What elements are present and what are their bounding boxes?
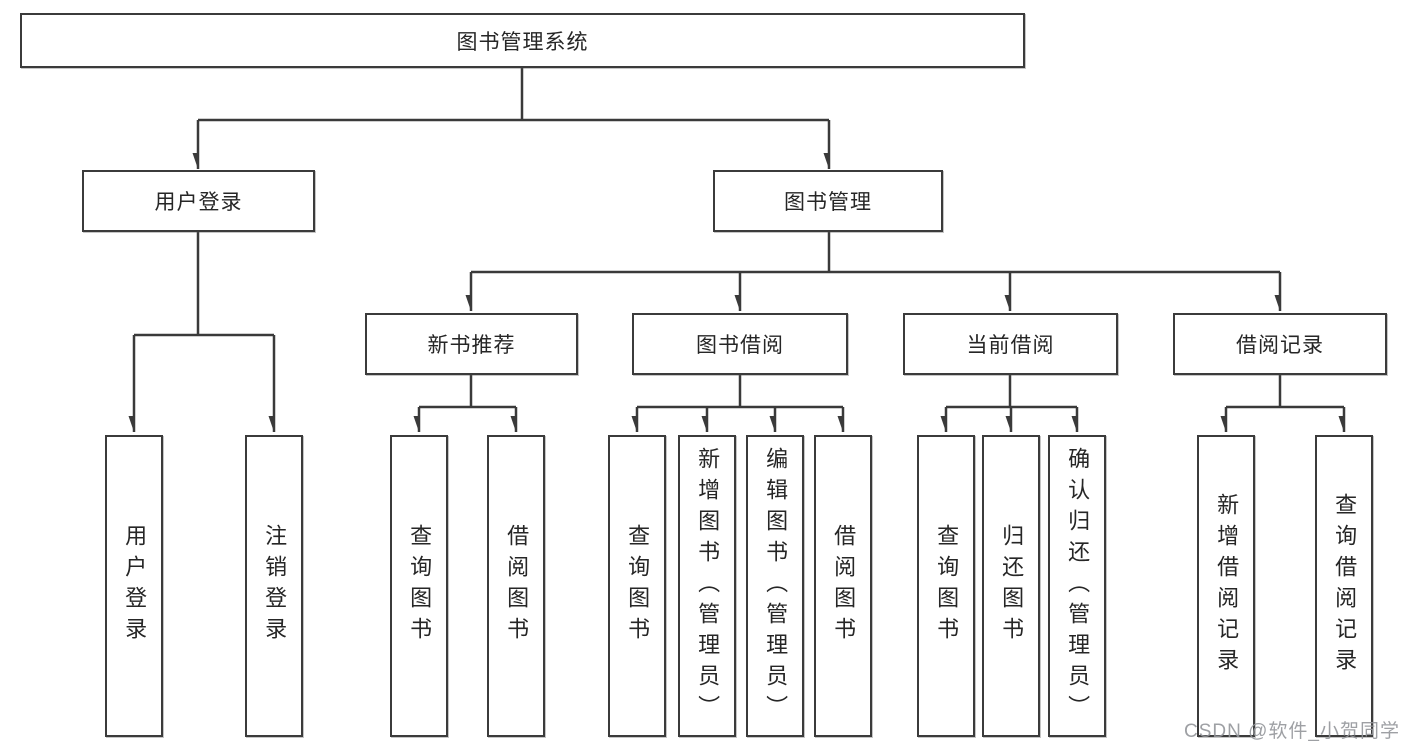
leaf-query-borrow-record: 查询借阅记录 — [1315, 435, 1373, 737]
node-user-login: 用户登录 — [82, 170, 315, 232]
node-label: 用户登录 — [154, 191, 243, 214]
node-label: 新书推荐 — [427, 334, 516, 357]
node-label: 归还图书 — [999, 524, 1025, 648]
node-label: 查询图书 — [407, 524, 433, 648]
node-label: 查询图书 — [625, 524, 651, 648]
leaf-return-book: 归还图书 — [982, 435, 1040, 737]
node-book-management: 图书管理 — [713, 170, 943, 232]
node-label: 注销登录 — [262, 524, 288, 648]
leaf-edit-book-admin: 编辑图书（管理员） — [746, 435, 804, 737]
leaf-query-books-borrowing: 查询图书 — [608, 435, 666, 737]
leaf-query-books-current: 查询图书 — [917, 435, 975, 737]
node-label: 确认归还（管理员） — [1065, 446, 1091, 726]
node-label: 图书管理系统 — [456, 30, 589, 54]
node-book-borrowing: 图书借阅 — [632, 313, 848, 375]
node-label: 图书借阅 — [696, 334, 784, 357]
leaf-add-book-admin: 新增图书（管理员） — [678, 435, 736, 737]
node-label: 编辑图书（管理员） — [763, 446, 789, 726]
leaf-user-login: 用户登录 — [105, 435, 163, 737]
leaf-confirm-return-admin: 确认归还（管理员） — [1048, 435, 1106, 737]
node-current-borrowing: 当前借阅 — [903, 313, 1118, 375]
leaf-borrow-books: 借阅图书 — [814, 435, 872, 737]
leaf-logout: 注销登录 — [245, 435, 303, 737]
node-label: 用户登录 — [122, 524, 148, 648]
csdn-watermark: CSDN @软件_小贺同学 — [1184, 721, 1400, 742]
node-library-system: 图书管理系统 — [20, 13, 1025, 68]
leaf-borrow-books-recommend: 借阅图书 — [487, 435, 545, 737]
node-label: 借阅图书 — [504, 524, 530, 648]
node-label: 借阅图书 — [831, 524, 857, 648]
node-label: 新增借阅记录 — [1214, 493, 1240, 679]
node-label: 查询借阅记录 — [1332, 493, 1358, 679]
leaf-add-borrow-record: 新增借阅记录 — [1197, 435, 1255, 737]
node-label: 借阅记录 — [1236, 334, 1324, 357]
node-new-book-recommend: 新书推荐 — [365, 313, 578, 375]
node-borrowing-records: 借阅记录 — [1173, 313, 1387, 375]
leaf-query-books-recommend: 查询图书 — [390, 435, 448, 737]
node-label: 图书管理 — [784, 191, 872, 214]
node-label: 查询图书 — [934, 524, 960, 648]
node-label: 当前借阅 — [966, 334, 1055, 357]
node-label: 新增图书（管理员） — [695, 446, 721, 726]
